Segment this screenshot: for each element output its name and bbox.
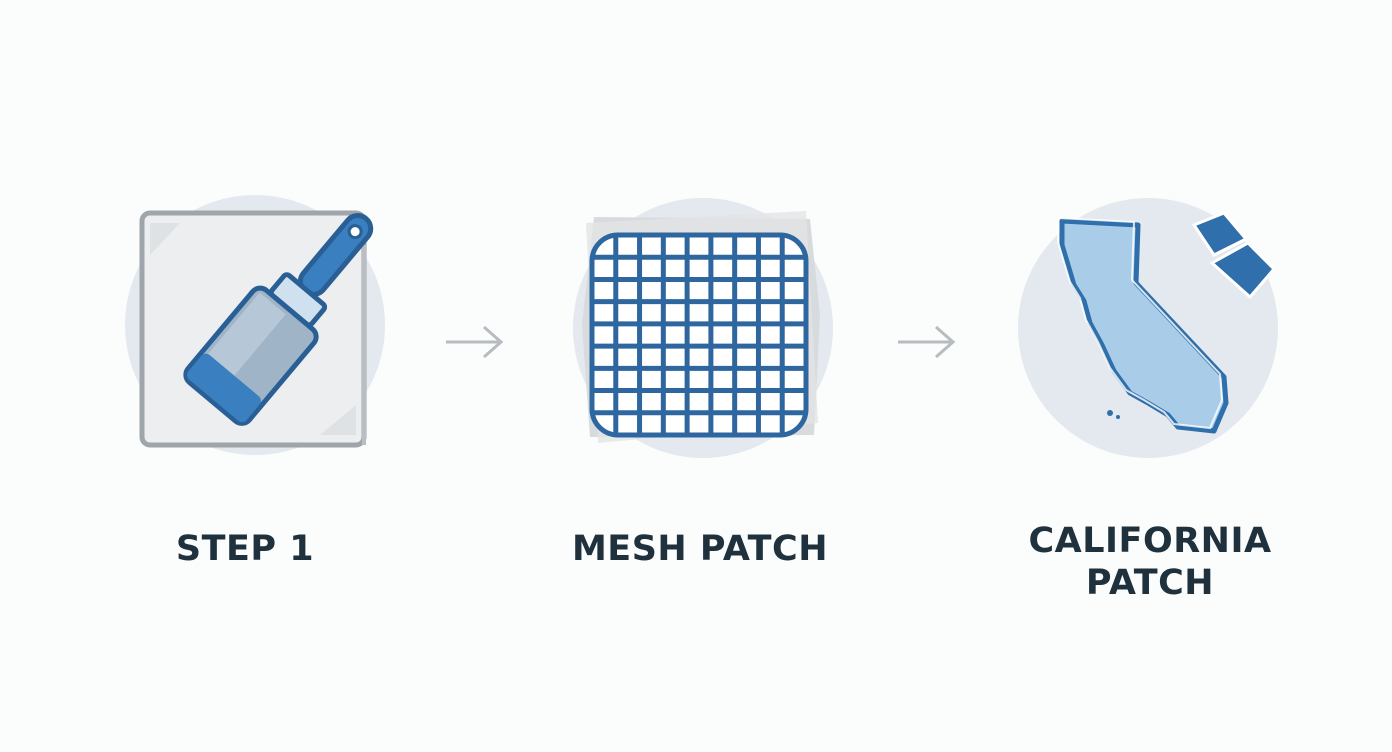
step-1-label: STEP 1 — [150, 528, 340, 570]
arrow-right-icon — [896, 322, 956, 362]
arrow-right-icon — [444, 322, 504, 362]
step-3-label: CALIFORNIA PATCH — [1010, 520, 1290, 604]
step-1-icon — [120, 195, 390, 465]
step-2-label: MESH PATCH — [560, 528, 840, 570]
step-3-label-line-1: CALIFORNIA — [1028, 521, 1272, 561]
step-3-icon — [1018, 195, 1288, 465]
step-2-icon — [570, 195, 840, 465]
mesh-grid-icon — [573, 198, 833, 458]
step-3-label-line-2: PATCH — [1085, 563, 1215, 603]
step-2-label-line-1: MESH PATCH — [571, 529, 829, 569]
california-map-icon — [1018, 198, 1278, 458]
step-1-label-line-1: STEP 1 — [175, 529, 315, 569]
paintbrush-icon — [125, 195, 385, 455]
